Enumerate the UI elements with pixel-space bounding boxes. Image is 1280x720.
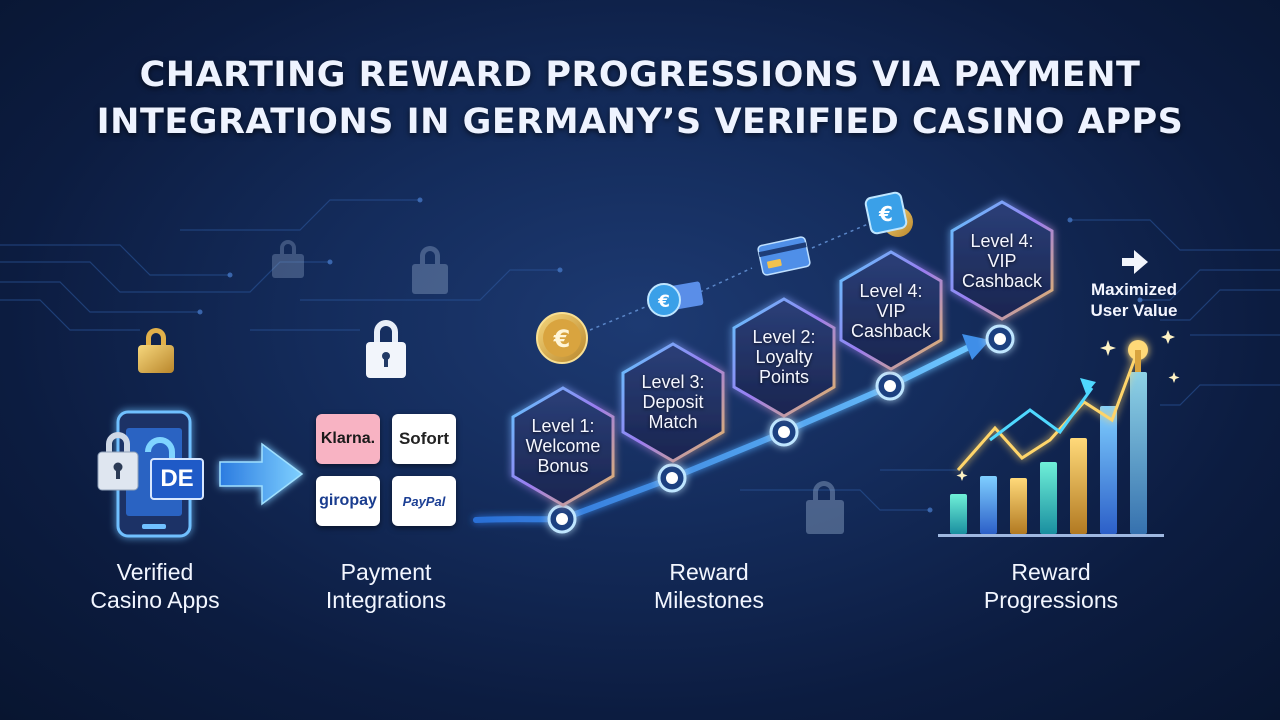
bar-chart-icon bbox=[938, 340, 1164, 537]
bar bbox=[980, 476, 997, 534]
milestone-node bbox=[769, 417, 799, 447]
paypal-logo: PayPal bbox=[392, 476, 456, 526]
circuit-lines bbox=[0, 199, 1280, 511]
bar bbox=[1100, 406, 1117, 534]
sofort-logo: Sofort bbox=[392, 414, 456, 464]
arrow-right-icon bbox=[1122, 250, 1148, 274]
bar bbox=[1040, 462, 1057, 534]
lock-icon bbox=[97, 432, 139, 491]
payment-trail bbox=[589, 223, 869, 331]
arrow-right-icon bbox=[219, 442, 304, 506]
sparkle-icon bbox=[956, 330, 1180, 481]
milestone-node bbox=[875, 371, 905, 401]
title-line-2: INTEGRATIONS IN GERMANY’S VERIFIED CASIN… bbox=[96, 102, 1184, 142]
lock-icon bbox=[412, 246, 448, 294]
milestone-node bbox=[657, 463, 687, 493]
bar bbox=[1070, 438, 1087, 534]
milestone-hexagon bbox=[839, 250, 943, 371]
milestone-hexagon bbox=[621, 342, 725, 463]
trend-line bbox=[989, 387, 1094, 442]
bar bbox=[950, 494, 967, 534]
progression-arrow-head bbox=[962, 334, 990, 360]
euro-coin-icon: € bbox=[536, 312, 588, 364]
giropay-logo: giropay bbox=[316, 476, 380, 526]
milestone-hexagon bbox=[511, 386, 615, 507]
trend-line bbox=[956, 349, 1140, 471]
klarna-logo: Klarna. bbox=[316, 414, 380, 464]
euro-coin-icon: € bbox=[647, 283, 681, 317]
euro-coin-icon: € bbox=[864, 191, 913, 237]
circuit-nodes bbox=[197, 197, 1143, 513]
lock-icon bbox=[272, 240, 304, 278]
svg-text:€: € bbox=[657, 292, 670, 312]
svg-text:€: € bbox=[878, 202, 893, 226]
lock-icon bbox=[806, 481, 844, 534]
progression-path bbox=[473, 341, 978, 523]
milestone-node bbox=[547, 504, 577, 534]
page-title: CHARTING REWARD PROGRESSIONS VIA PAYMENT… bbox=[0, 52, 1280, 146]
lock-icon bbox=[138, 328, 174, 373]
milestone-hexagon bbox=[732, 297, 836, 418]
bar bbox=[1130, 372, 1147, 534]
country-badge: DE bbox=[150, 458, 204, 500]
lock-icon bbox=[366, 320, 406, 378]
milestone-node bbox=[985, 324, 1015, 354]
credit-card-icon bbox=[757, 236, 811, 276]
title-line-1: CHARTING REWARD PROGRESSIONS VIA PAYMENT bbox=[139, 55, 1141, 95]
trend-arrow-head bbox=[1080, 378, 1096, 394]
milestone-hexagon bbox=[950, 200, 1054, 321]
bar bbox=[1010, 478, 1027, 534]
svg-text:€: € bbox=[553, 325, 571, 353]
